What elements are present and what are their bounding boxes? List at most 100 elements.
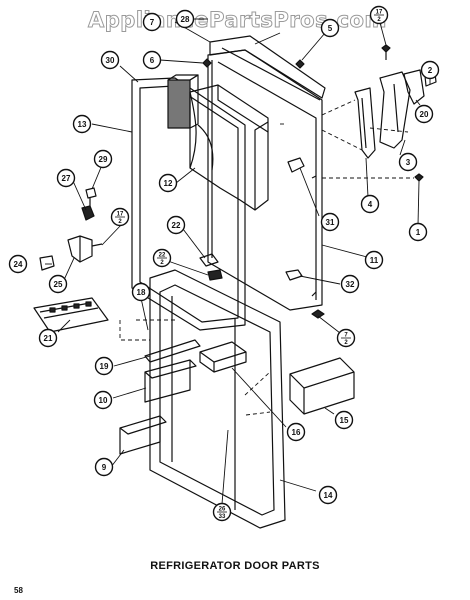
callout-circle (100, 50, 120, 70)
callout-circle (166, 215, 186, 235)
callout-circle (175, 9, 195, 29)
door-stop (199, 253, 223, 281)
callout-6: 6 (142, 50, 162, 70)
callout-label: 24 (14, 260, 23, 269)
callout-label: 3 (406, 158, 411, 167)
callout-3: 3 (398, 152, 418, 172)
callout-label-bottom: 2 (377, 17, 381, 23)
callout-10: 10 (93, 390, 113, 410)
callout-label: 6 (150, 56, 155, 65)
callout-circle (334, 410, 354, 430)
callout-7: 7 (142, 12, 162, 32)
callout-label-bottom: 2 (160, 260, 164, 266)
callout-32: 32 (340, 274, 360, 294)
callout-circle (56, 168, 76, 188)
callout-label: 31 (326, 218, 335, 227)
callout-label: 18 (137, 288, 146, 297)
callout-label: 25 (54, 280, 63, 289)
callout-label: 2 (428, 66, 433, 75)
callout-circle (142, 50, 162, 70)
callout-12: 12 (158, 173, 178, 193)
callout-circle (340, 274, 360, 294)
callout-label: 15 (340, 416, 349, 425)
callout-label-top: 17 (117, 212, 124, 218)
callout-16: 16 (286, 422, 306, 442)
callout-circle (414, 104, 434, 124)
callout-29: 29 (93, 149, 113, 169)
callout-label: 7 (150, 18, 155, 27)
callout-label: 4 (368, 200, 373, 209)
page-number: 58 (14, 586, 23, 595)
callout-22: 22 (166, 215, 186, 235)
callout-4: 4 (360, 194, 380, 214)
callout-label-top: 22 (159, 253, 166, 259)
callout-circle (286, 422, 306, 442)
callout-label: 30 (106, 56, 115, 65)
shelf-9 (119, 415, 167, 455)
inner-foam-panel (189, 84, 269, 211)
callout-circle (320, 212, 340, 232)
callout-circle (94, 356, 114, 376)
cover-15 (289, 357, 355, 415)
hinge-plate (379, 71, 411, 149)
shelf-rail (33, 297, 109, 333)
diagram-title: REFRIGERATOR DOOR PARTS (150, 560, 320, 572)
callout-circle (72, 114, 92, 134)
callout-label: 11 (370, 256, 379, 265)
callout-28: 28 (175, 9, 195, 29)
callout-label: 9 (102, 463, 107, 472)
callout-14: 14 (318, 485, 338, 505)
leader-lines (45, 18, 431, 505)
callout-222: 222 (152, 248, 172, 268)
callout-31: 31 (320, 212, 340, 232)
callout-label: 16 (292, 428, 301, 437)
callout-18: 18 (131, 282, 151, 302)
callout-label: 5 (328, 24, 333, 33)
callout-circle (158, 173, 178, 193)
callout-circle (364, 250, 384, 270)
callout-circle (420, 60, 440, 80)
callout-15: 15 (334, 410, 354, 430)
callout-label: 22 (172, 221, 181, 230)
callout-circle (320, 18, 340, 38)
stop-parts (81, 187, 97, 221)
callout-20: 20 (414, 104, 434, 124)
callout-circle (318, 485, 338, 505)
callout-13: 13 (72, 114, 92, 134)
callout-label: 14 (324, 491, 333, 500)
callout-circle (398, 152, 418, 172)
callout-circle (94, 457, 114, 477)
callout-label: 20 (420, 110, 429, 119)
callout-5: 5 (320, 18, 340, 38)
callout-circle (408, 222, 428, 242)
callout-21: 21 (38, 328, 58, 348)
callout-circle (38, 328, 58, 348)
lower-door-liner (149, 269, 286, 529)
callout-72: 72 (336, 328, 356, 348)
insulation-block (167, 74, 199, 129)
hinge-cap (403, 69, 425, 105)
callout-17a: 172 (369, 5, 389, 25)
callout-label: 1 (416, 228, 421, 237)
outer-door-panel (207, 49, 323, 311)
callout-label-top: 7 (344, 333, 348, 339)
callout-11: 11 (364, 250, 384, 270)
callout-label: 21 (44, 334, 53, 343)
callout-17b: 172 (110, 207, 130, 227)
callout-circle (48, 274, 68, 294)
callout-label-bottom: 2 (344, 340, 348, 346)
callout-label-bottom: 33 (219, 514, 226, 520)
screws (202, 44, 424, 319)
callout-label: 27 (62, 174, 71, 183)
callout-label: 19 (100, 362, 109, 371)
callout-27: 27 (56, 168, 76, 188)
callout-label: 12 (164, 179, 173, 188)
shelf-19 (144, 339, 201, 363)
callout-circle (360, 194, 380, 214)
callout-label-top: 17 (376, 10, 383, 16)
callout-circle (8, 254, 28, 274)
